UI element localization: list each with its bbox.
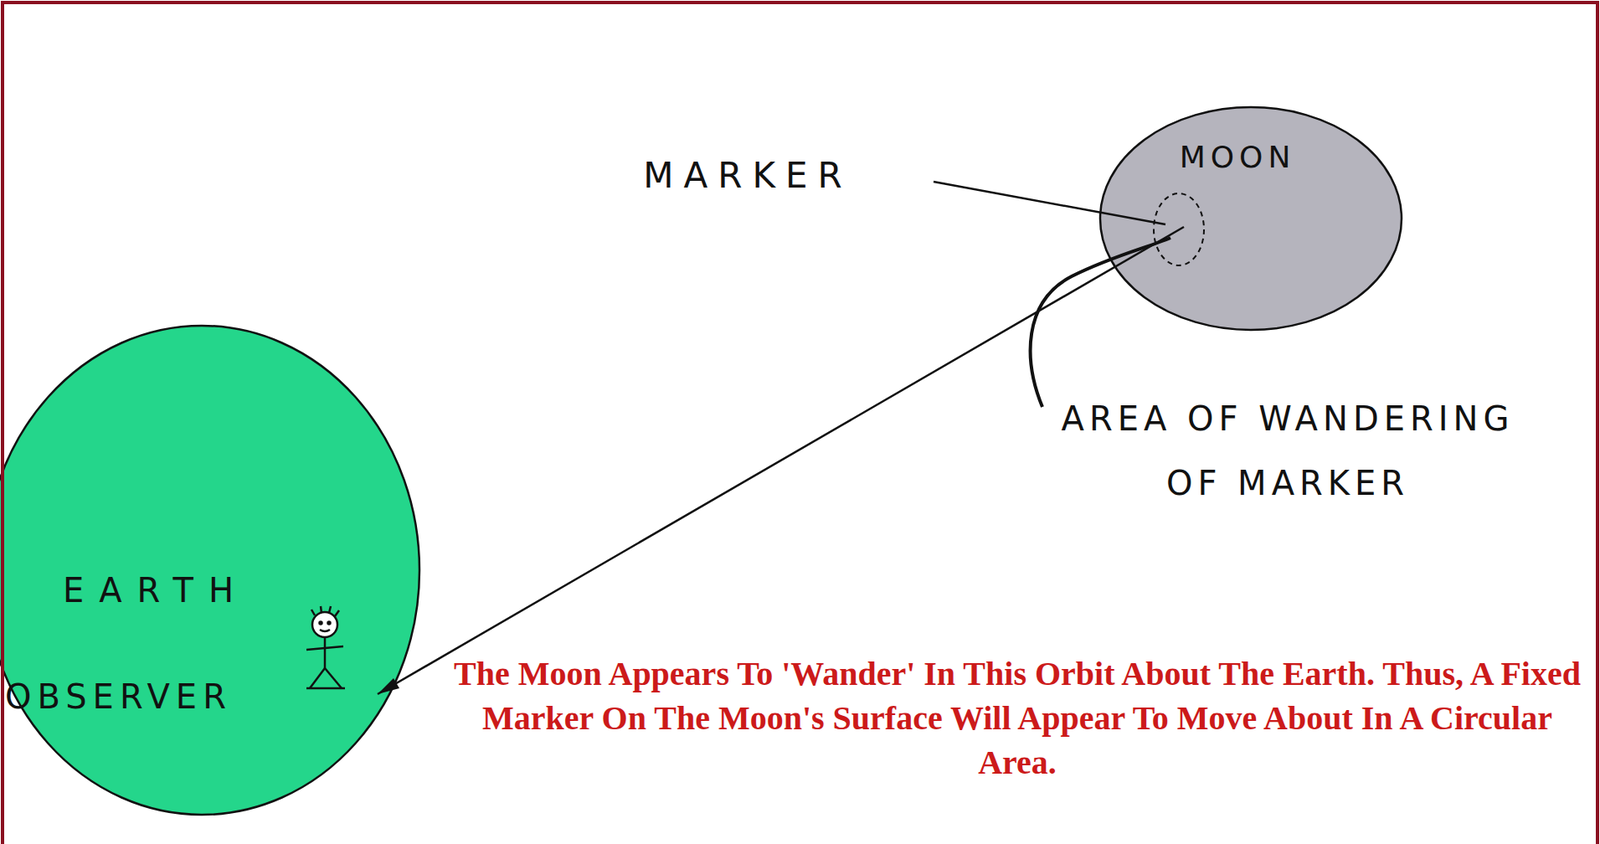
moon-label: MOON bbox=[1179, 142, 1297, 173]
earth-label: EARTH bbox=[62, 573, 249, 608]
caption-text: The Moon Appears To 'Wander' In This Orb… bbox=[443, 651, 1591, 785]
sight-line-arrow bbox=[377, 226, 1184, 695]
moon-circle: MOON bbox=[1098, 105, 1404, 332]
outline-shape bbox=[0, 324, 422, 817]
outline-shape bbox=[1098, 105, 1404, 332]
marker-label: MARKER bbox=[643, 158, 852, 194]
observer-label: OBSERVER bbox=[5, 679, 232, 714]
earth-circle: EARTH OBSERVER bbox=[0, 324, 422, 817]
wandering-label: AREA OF WANDERING OF MARKER bbox=[1036, 386, 1539, 516]
